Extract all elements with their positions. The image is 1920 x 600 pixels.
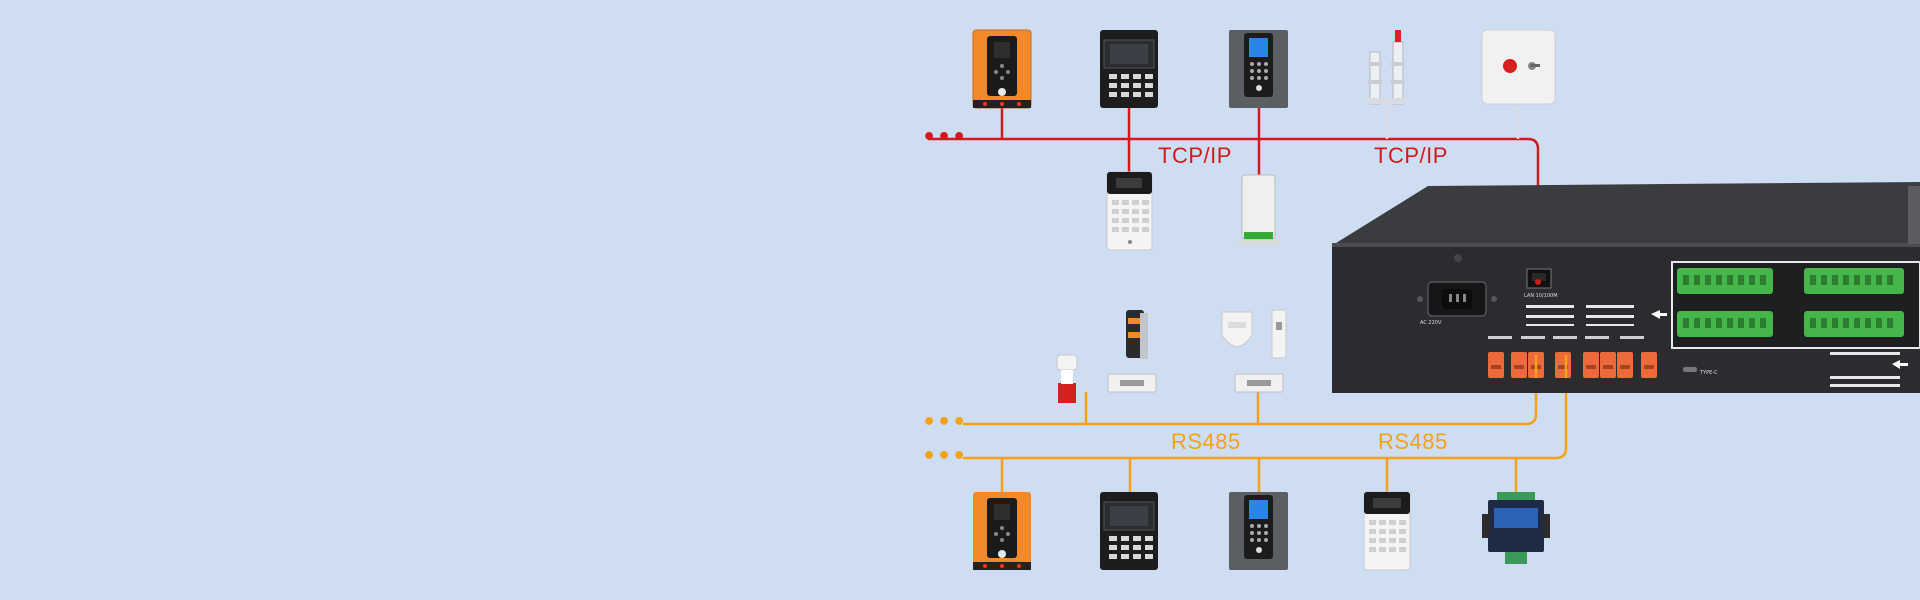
network-module xyxy=(1238,174,1279,245)
power-inlet xyxy=(1417,281,1497,317)
tcp-ip-continuation: ••• xyxy=(922,125,968,150)
rs485-continuation-2: ••• xyxy=(922,444,968,469)
side-terminal-panel xyxy=(1671,261,1920,387)
controller-port-label: LAN 10/100M xyxy=(1524,293,1558,299)
rs485-label-2: RS485 xyxy=(1378,429,1448,454)
access-keypad-bottom xyxy=(1100,492,1158,570)
controller-port-label: AC 220V xyxy=(1420,320,1442,326)
strobe-siren xyxy=(1056,354,1078,403)
grey-control-panel-bottom xyxy=(1229,492,1288,570)
motion-detector xyxy=(1221,309,1287,393)
tcp-ip-label-1: TCP/IP xyxy=(1158,143,1232,168)
magnetic-lock xyxy=(1107,310,1157,393)
beam-detector xyxy=(1366,30,1406,105)
lan-port xyxy=(1526,268,1552,289)
type-c-port xyxy=(1683,367,1697,372)
white-keypad-mid xyxy=(1106,171,1153,251)
alarm-controller xyxy=(1332,182,1920,393)
rs485-bus-1 xyxy=(963,355,1538,426)
rs485-label-1: RS485 xyxy=(1171,429,1241,454)
orange-control-panel-top xyxy=(972,29,1032,109)
grey-control-panel-top xyxy=(1229,30,1288,108)
controller-port-label: TYPE-C xyxy=(1699,370,1718,376)
rs485-converter xyxy=(1482,492,1550,564)
rs485-continuation-1: ••• xyxy=(922,410,968,435)
orange-control-panel-bottom xyxy=(973,492,1031,570)
access-keypad-top xyxy=(1100,30,1158,108)
tcp-ip-bus xyxy=(928,108,1540,282)
front-label-grid xyxy=(1526,305,1634,326)
emergency-button xyxy=(1481,29,1556,105)
terminal-tiny-labels xyxy=(1488,336,1644,339)
rs485-bus-2 xyxy=(963,355,1568,492)
white-keypad-bottom xyxy=(1363,491,1411,571)
tcp-ip-label-2: TCP/IP xyxy=(1374,143,1448,168)
